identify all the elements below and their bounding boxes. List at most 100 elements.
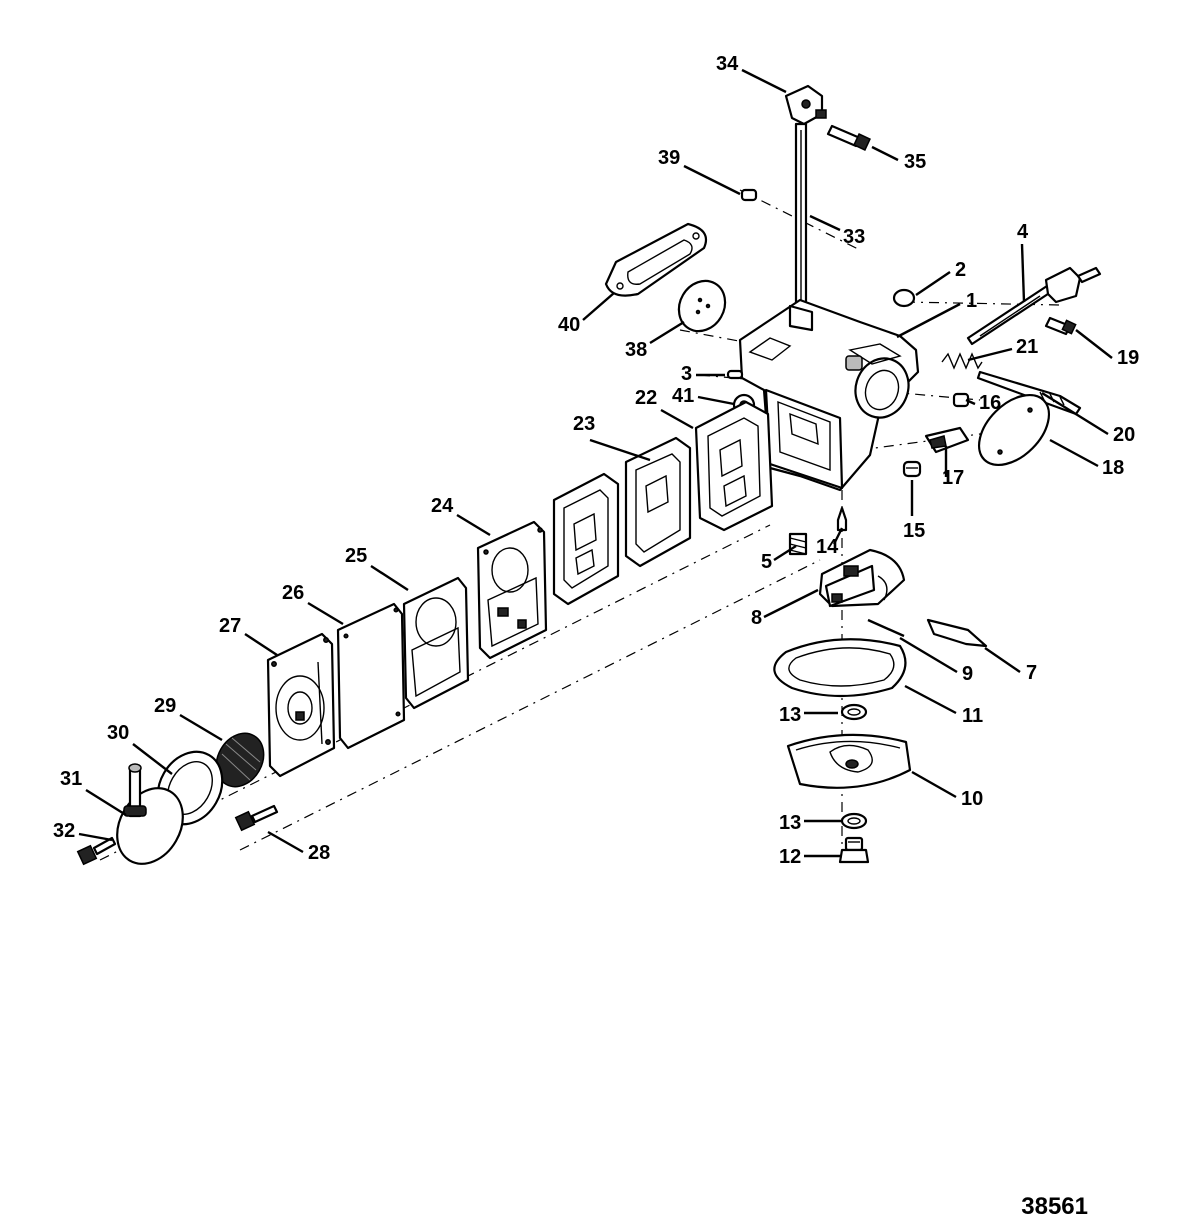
- part-23-gasket-b: [624, 436, 692, 568]
- leader-line-c10: [911, 770, 957, 799]
- leader-line-c1: [896, 302, 961, 339]
- callout-label-c41: 41: [672, 385, 694, 407]
- part-38-disc: [677, 279, 727, 333]
- leader-line-c2: [915, 271, 951, 296]
- callout-label-c14: 14: [816, 536, 839, 558]
- part-16-nut: [952, 392, 970, 408]
- callout-label-c2: 2: [955, 259, 966, 281]
- part-32-screw: [76, 836, 117, 866]
- callout-leaders: [78, 68, 1113, 858]
- callout-label-c34: 34: [716, 53, 739, 75]
- part-18-cover-disc: [977, 393, 1051, 467]
- part-25-gasket: [402, 576, 470, 710]
- callout-label-c27: 27: [219, 615, 241, 637]
- part-3-pin: [726, 369, 744, 380]
- leader-line-c16: [965, 398, 976, 406]
- part-40-gasket: [604, 222, 708, 297]
- leader-line-c29: [179, 713, 223, 742]
- callout-label-c39: 39: [658, 147, 680, 169]
- leader-line-c40: [582, 292, 615, 321]
- callout-label-c29: 29: [154, 695, 176, 717]
- leader-line-c24: [456, 513, 491, 537]
- leader-line-c14: [832, 527, 844, 545]
- leader-line-c23: [589, 438, 651, 462]
- callout-label-c22: 22: [635, 387, 657, 409]
- leader-line-c22: [660, 408, 694, 430]
- part-28-screw: [234, 804, 279, 832]
- callout-label-c1: 1: [966, 290, 977, 312]
- callout-label-c28: 28: [308, 842, 330, 864]
- part-12-drain-screw: [838, 836, 870, 864]
- leader-line-c30: [132, 743, 173, 775]
- part-26-diaphragm: [336, 602, 406, 750]
- leader-line-c39: [683, 164, 741, 196]
- leader-line-c4: [1020, 243, 1026, 303]
- callout-label-c30: 30: [107, 722, 129, 744]
- callout-label-c9: 9: [962, 663, 973, 685]
- leader-line-c33: [809, 214, 841, 232]
- callout-label-c8: 8: [751, 607, 762, 629]
- part-22-gasket: [694, 400, 774, 532]
- callout-label-c15: 15: [903, 520, 925, 542]
- callout-label-c31: 31: [60, 768, 82, 790]
- part-2-plug: [892, 288, 916, 308]
- leader-line-c38: [649, 320, 685, 345]
- callout-label-c17: 17: [942, 467, 964, 489]
- part-17-clip: [924, 426, 970, 454]
- leader-line-c8: [763, 588, 819, 619]
- leader-line-c11: [904, 684, 957, 715]
- leader-line-c31: [85, 788, 127, 817]
- part-31-primer: [116, 763, 184, 865]
- leader-line-c35: [871, 145, 899, 162]
- part-34-lever: [784, 84, 827, 126]
- part-39-screw: [740, 188, 758, 202]
- leader-line-c41: [697, 395, 735, 406]
- callout-label-c5: 5: [761, 551, 772, 573]
- callout-label-c13b: 13: [779, 812, 801, 834]
- callout-label-c19: 19: [1117, 347, 1139, 369]
- callout-label-c4: 4: [1017, 221, 1029, 243]
- callout-label-c40: 40: [558, 314, 580, 336]
- leader-line-c7: [984, 647, 1021, 673]
- part-11-bowl-gasket: [773, 638, 907, 698]
- leader-line-c21: [967, 347, 1013, 362]
- callout-label-c12: 12: [779, 846, 801, 868]
- part-33-shaft: [794, 122, 808, 316]
- callout-label-c10: 10: [961, 788, 983, 810]
- part-29-screen: [215, 732, 265, 788]
- leader-line-c34: [741, 68, 787, 94]
- part-10-float-bowl: [786, 733, 912, 789]
- leader-line-c26: [307, 601, 344, 626]
- part-15-plug: [902, 460, 922, 478]
- part-23-gasket-a: [552, 472, 620, 606]
- leader-line-c27: [244, 632, 278, 657]
- part-5-spring: [788, 532, 808, 556]
- callout-label-c3: 3: [681, 363, 692, 385]
- part-13-washer-b: [840, 812, 868, 830]
- part-7-float-lever: [926, 618, 988, 648]
- callout-label-c18: 18: [1102, 457, 1124, 479]
- leader-line-c25: [370, 564, 409, 592]
- leader-line-c28: [267, 830, 304, 854]
- leader-line-c32: [78, 832, 113, 842]
- callout-label-c24: 24: [431, 495, 454, 517]
- callout-label-c33: 33: [843, 226, 865, 248]
- callout-label-c11: 11: [962, 705, 983, 727]
- figure-number: 38561: [1021, 1193, 1088, 1220]
- leader-line-c19: [1075, 329, 1113, 359]
- part-35-screw: [826, 124, 871, 151]
- part-8-float: [818, 548, 906, 608]
- part-19-screw: [1044, 316, 1077, 336]
- callout-label-c13a: 13: [779, 704, 801, 726]
- callout-label-c23: 23: [573, 413, 595, 435]
- part-4-throttle-shaft: [966, 266, 1102, 346]
- leader-line-c9: [899, 636, 958, 674]
- callout-label-c35: 35: [904, 151, 926, 173]
- part-24-metering-plate: [476, 520, 548, 660]
- part-21-spring: [941, 352, 983, 370]
- callout-label-c38: 38: [625, 339, 647, 361]
- leader-line-c18: [1049, 438, 1099, 468]
